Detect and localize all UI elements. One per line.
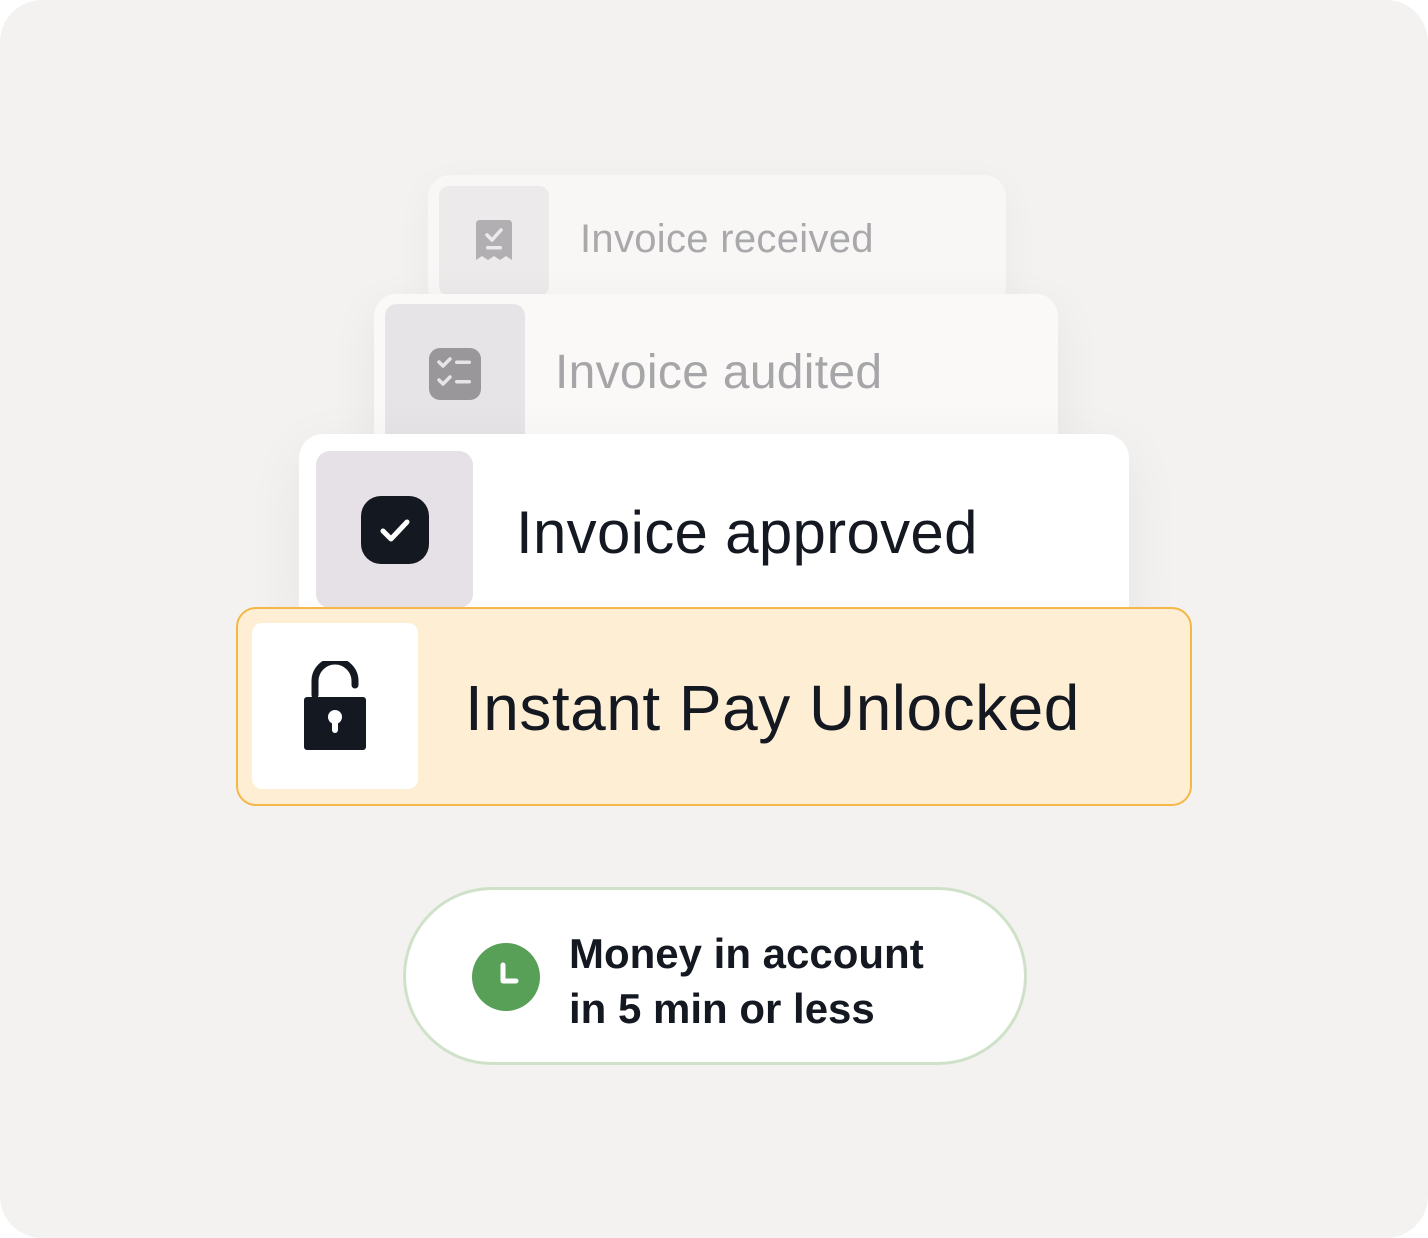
clock-icon [472, 943, 540, 1011]
step-label: Invoice audited [555, 346, 883, 399]
check-badge-icon [360, 495, 429, 564]
payout-time-line-2: in 5 min or less [569, 985, 875, 1032]
step-label: Invoice approved [516, 499, 978, 566]
unlocked-padlock-icon [304, 661, 366, 750]
payout-time-badge: Money in account in 5 min or less [403, 887, 1027, 1065]
step-card-invoice-approved: Invoice approved [299, 434, 1129, 634]
step-card-invoice-received: Invoice received [428, 175, 1006, 310]
step-card-invoice-audited: Invoice audited [374, 294, 1058, 454]
payout-time-line-1: Money in account [569, 930, 924, 977]
step-label: Invoice received [580, 217, 874, 261]
receipt-check-icon [476, 220, 512, 260]
payout-time-text: Money in account in 5 min or less [569, 926, 924, 1036]
step-label: Instant Pay Unlocked [465, 672, 1080, 744]
step-card-instant-pay-unlocked: Instant Pay Unlocked [236, 607, 1192, 806]
step-icon-tile [439, 186, 549, 296]
step-icon-tile [316, 451, 473, 608]
step-icon-tile [385, 304, 525, 444]
checklist-icon [429, 348, 481, 400]
step-icon-tile [252, 623, 418, 789]
